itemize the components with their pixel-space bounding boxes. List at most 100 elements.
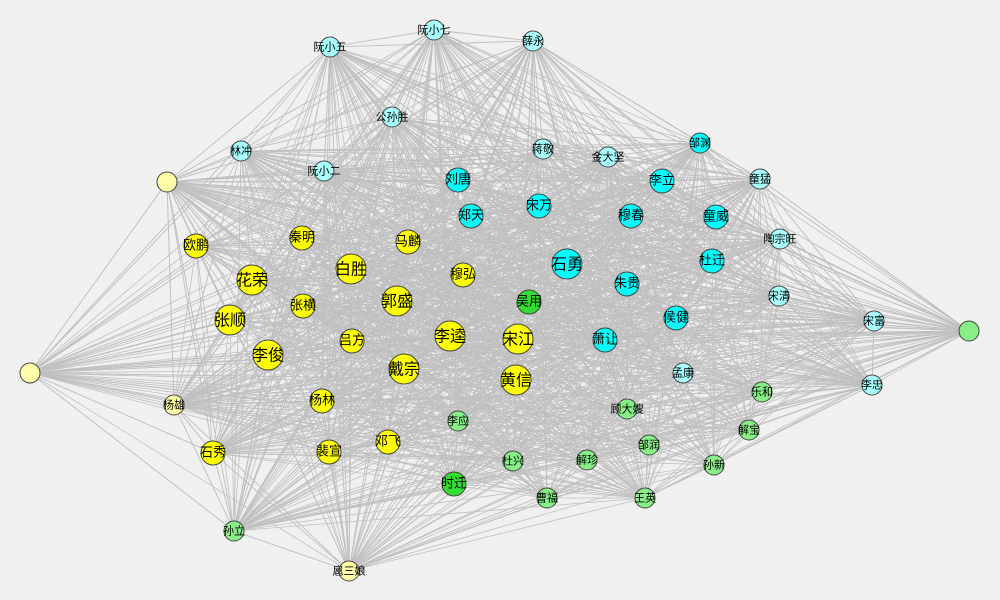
- node-unknown_left[interactable]: [156, 171, 178, 193]
- node-circle-sunxin[interactable]: [703, 454, 725, 476]
- node-tongmeng[interactable]: 童猛: [749, 168, 771, 190]
- node-xiaorang[interactable]: 萧让: [592, 327, 618, 353]
- node-huarong[interactable]: 花荣: [236, 264, 268, 296]
- node-tongwei[interactable]: 童威: [703, 204, 729, 230]
- node-jiangjing[interactable]: 蒋敬: [532, 138, 554, 160]
- node-houjian[interactable]: 侯健: [663, 305, 689, 331]
- node-circle-houjian[interactable]: [663, 305, 689, 331]
- node-yangxiong[interactable]: 杨雄: [163, 394, 185, 416]
- node-circle-lvfang[interactable]: [339, 328, 365, 354]
- node-circle-lishi[interactable]: [447, 410, 469, 432]
- node-circle-huangxin[interactable]: [500, 364, 532, 396]
- node-songjiang[interactable]: 宋江: [502, 323, 534, 355]
- node-guosheng[interactable]: 郭盛: [381, 285, 413, 317]
- node-circle-unknown_far_left[interactable]: [19, 362, 41, 384]
- node-shiyong[interactable]: 石勇: [551, 248, 583, 280]
- node-circle-songqing[interactable]: [768, 285, 790, 307]
- node-yanglin[interactable]: 杨林: [309, 388, 335, 414]
- node-mutong[interactable]: 穆春: [618, 203, 644, 229]
- node-circle-jindajian[interactable]: [597, 146, 619, 168]
- node-duxing[interactable]: 杜兴: [502, 450, 524, 472]
- node-duqian[interactable]: 杜迁: [699, 248, 725, 274]
- node-songwan[interactable]: 宋万: [526, 193, 552, 219]
- node-xueyong[interactable]: 薛永: [522, 30, 544, 52]
- node-circle-zouyun[interactable]: [638, 434, 660, 456]
- node-circle-songwan[interactable]: [526, 193, 552, 219]
- node-peixuan[interactable]: 裴宣: [316, 439, 342, 465]
- node-libu[interactable]: 李逵: [434, 320, 466, 352]
- node-circle-dengfei[interactable]: [375, 429, 401, 455]
- node-circle-malin[interactable]: [395, 229, 421, 255]
- node-circle-ruanxiaoer[interactable]: [313, 160, 335, 182]
- node-unknown_far_left[interactable]: [19, 362, 41, 384]
- node-dengfei[interactable]: 邓飞: [375, 429, 401, 455]
- node-circle-tongmeng[interactable]: [749, 168, 771, 190]
- node-circle-wangying[interactable]: [634, 487, 656, 509]
- node-linchong[interactable]: 林冲: [230, 140, 252, 162]
- node-circle-shixiu[interactable]: [200, 440, 226, 466]
- node-circle-xiezhen[interactable]: [576, 449, 598, 471]
- node-zhanghong[interactable]: 张横: [290, 293, 316, 319]
- node-circle-lijun[interactable]: [252, 339, 284, 371]
- node-lianghe[interactable]: 乐和: [751, 381, 773, 403]
- node-circle-unknown_right[interactable]: [958, 320, 980, 342]
- node-circle-daizong[interactable]: [388, 353, 420, 385]
- node-circle-libu[interactable]: [434, 320, 466, 352]
- node-shiqian[interactable]: 时迁: [441, 471, 467, 497]
- node-xiebao[interactable]: 解宝: [738, 419, 760, 441]
- node-circle-mengkang[interactable]: [672, 362, 694, 384]
- node-circle-xiebao[interactable]: [738, 419, 760, 441]
- node-circle-taozongwang[interactable]: [769, 228, 791, 250]
- node-wangying[interactable]: 王英: [634, 487, 656, 509]
- node-circle-xiaorang[interactable]: [592, 327, 618, 353]
- node-circle-wuyong[interactable]: [516, 289, 542, 315]
- node-circle-huarong[interactable]: [236, 264, 268, 296]
- node-circle-ruanxiaoqi[interactable]: [423, 19, 445, 41]
- node-circle-shiyong[interactable]: [551, 248, 583, 280]
- node-circle-liutang[interactable]: [445, 167, 471, 193]
- node-circle-yangxiong[interactable]: [163, 394, 185, 416]
- node-circle-gongsunsheng[interactable]: [381, 106, 403, 128]
- node-malin[interactable]: 马麟: [395, 229, 421, 255]
- node-circle-xueyong[interactable]: [522, 30, 544, 52]
- node-circle-tongwei[interactable]: [703, 204, 729, 230]
- node-unknown_right[interactable]: [958, 320, 980, 342]
- node-lili[interactable]: 李立: [649, 168, 675, 194]
- node-circle-mupeng[interactable]: [450, 262, 476, 288]
- node-mupeng[interactable]: 穆弘: [450, 262, 476, 288]
- node-qinming[interactable]: 秦明: [289, 225, 315, 251]
- node-zhangshun[interactable]: 张顺: [214, 304, 246, 336]
- node-circle-lianghe[interactable]: [751, 381, 773, 403]
- node-liutang[interactable]: 刘唐: [445, 167, 471, 193]
- node-circle-unknown_left[interactable]: [156, 171, 178, 193]
- node-circle-zhangshun[interactable]: [214, 304, 246, 336]
- node-lvfang[interactable]: 吕方: [339, 328, 365, 354]
- node-shixiu[interactable]: 石秀: [200, 440, 226, 466]
- node-baisheng[interactable]: 白胜: [335, 253, 367, 285]
- node-circle-songhu[interactable]: [863, 310, 885, 332]
- node-circle-ruanxiaowu[interactable]: [319, 36, 341, 58]
- node-sunli[interactable]: 孙立: [223, 520, 245, 542]
- node-lishi[interactable]: 李应: [447, 410, 469, 432]
- node-circle-husanniang[interactable]: [338, 560, 360, 582]
- node-circle-shiqian[interactable]: [441, 471, 467, 497]
- node-songhu[interactable]: 宋富: [863, 310, 885, 332]
- node-wuyong[interactable]: 吴用: [516, 289, 542, 315]
- node-circle-caofu[interactable]: [536, 487, 558, 509]
- node-circle-guosheng[interactable]: [381, 285, 413, 317]
- node-daizong[interactable]: 戴宗: [388, 353, 420, 385]
- node-circle-duxing[interactable]: [502, 450, 524, 472]
- node-mengkang[interactable]: 孟康: [672, 362, 694, 384]
- node-xiezhen[interactable]: 解珍: [576, 449, 598, 471]
- node-circle-jiangjing[interactable]: [532, 138, 554, 160]
- node-lizhong[interactable]: 李忠: [861, 374, 883, 396]
- node-oupeng[interactable]: 欧鹏: [183, 233, 209, 259]
- node-circle-peixuan[interactable]: [316, 439, 342, 465]
- node-caofu[interactable]: 曹福: [536, 487, 558, 509]
- node-circle-zhengtian[interactable]: [458, 203, 484, 229]
- node-zhengtian[interactable]: 郑天: [458, 203, 484, 229]
- node-lijun[interactable]: 李俊: [252, 339, 284, 371]
- node-zhugui[interactable]: 朱贵: [614, 271, 640, 297]
- node-circle-zhugui[interactable]: [614, 271, 640, 297]
- node-circle-yanglin[interactable]: [309, 388, 335, 414]
